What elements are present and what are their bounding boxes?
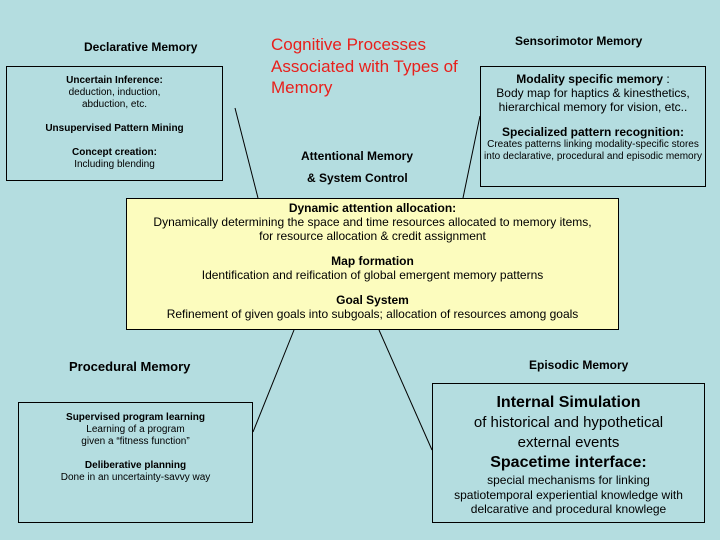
episodic-item-detail: of historical and hypothetical external … bbox=[473, 414, 664, 451]
procedural-item-label: Deliberative planning bbox=[84, 460, 187, 471]
diagram-title: Cognitive Processes Associated with Type… bbox=[271, 35, 458, 97]
episodic-item-label: Spacetime interface: bbox=[490, 454, 647, 471]
sensorimotor-box: Modality specific memory : Body map for … bbox=[480, 66, 706, 187]
declarative-item-detail: deduction, induction, abduction, etc. bbox=[68, 87, 161, 110]
attentional-item-detail: Refinement of given goals into subgoals;… bbox=[166, 307, 579, 321]
sensorimotor-item-detail: Body map for haptics & kinesthetics, hie… bbox=[496, 86, 690, 114]
procedural-box: Supervised program learning Learning of … bbox=[18, 402, 253, 523]
attentional-item-detail: Identification and reification of global… bbox=[201, 268, 544, 282]
connector-episodic bbox=[378, 329, 433, 451]
episodic-item-detail: special mechanisms for linking spatiotem… bbox=[454, 473, 683, 516]
attentional-item-detail: Dynamically determining the space and ti… bbox=[153, 215, 592, 243]
declarative-item-label: Unsupervised Pattern Mining bbox=[45, 123, 184, 134]
attentional-heading-line2: & System Control bbox=[307, 171, 408, 185]
sensorimotor-item-label: Specialized pattern recognition: bbox=[501, 125, 685, 139]
procedural-heading: Procedural Memory bbox=[69, 359, 191, 374]
declarative-box: Uncertain Inference: deduction, inductio… bbox=[6, 66, 223, 181]
attentional-item-label: Map formation bbox=[331, 254, 414, 268]
episodic-item-label: Internal Simulation bbox=[496, 394, 641, 411]
declarative-item-label: Uncertain Inference: bbox=[66, 75, 163, 86]
sensorimotor-item-detail: Creates patterns linking modality-specif… bbox=[484, 139, 702, 162]
procedural-item-label: Supervised program learning bbox=[66, 412, 205, 423]
attentional-heading-line1: Attentional Memory bbox=[301, 149, 414, 163]
connector-declarative bbox=[234, 107, 259, 199]
declarative-item-detail: Including blending bbox=[74, 159, 155, 170]
sensorimotor-item-suffix: : bbox=[663, 72, 670, 86]
declarative-item-label: Concept creation: bbox=[71, 147, 157, 158]
procedural-item-detail: Done in an uncertainty-savvy way bbox=[60, 472, 211, 483]
connector-procedural bbox=[252, 329, 295, 433]
procedural-item-detail: Learning of a program given a “fitness f… bbox=[81, 424, 190, 447]
sensorimotor-item-label: Modality specific memory bbox=[516, 72, 664, 86]
attentional-box: Dynamic attention allocation: Dynamicall… bbox=[126, 198, 619, 330]
declarative-heading: Declarative Memory bbox=[84, 40, 198, 54]
attentional-item-label: Goal System bbox=[336, 293, 409, 307]
episodic-heading: Episodic Memory bbox=[529, 358, 629, 372]
connector-sensorimotor bbox=[462, 115, 481, 199]
episodic-box: Internal Simulation of historical and hy… bbox=[432, 383, 705, 523]
sensorimotor-heading: Sensorimotor Memory bbox=[515, 34, 643, 48]
attentional-item-label: Dynamic attention allocation: bbox=[288, 201, 457, 215]
